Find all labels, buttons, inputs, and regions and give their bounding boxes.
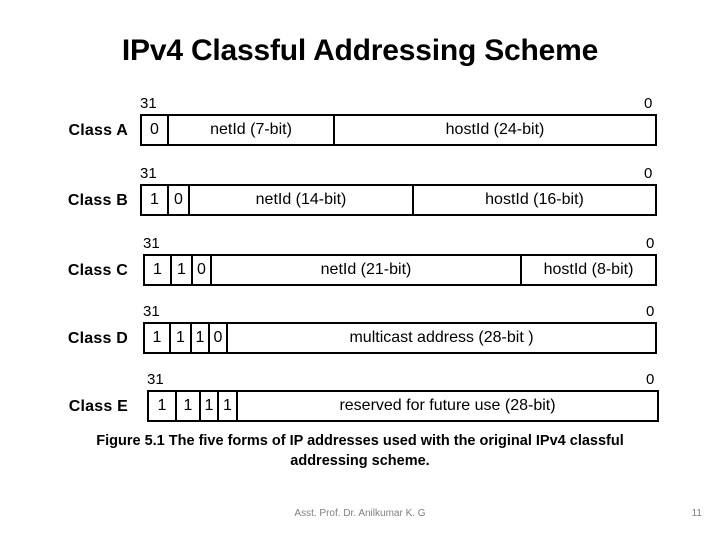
prefix-bit-cell: 1 xyxy=(145,324,171,352)
prefix-bit-cell: 1 xyxy=(172,256,193,284)
address-field-cell: netId (14-bit) xyxy=(190,186,414,214)
class-label: Class C xyxy=(67,262,128,279)
prefix-bit-cell: 0 xyxy=(142,116,169,144)
prefix-bit-cell: 1 xyxy=(177,392,201,420)
prefix-bit-cell: 1 xyxy=(192,324,210,352)
figure-caption: Figure 5.1 The five forms of IP addresse… xyxy=(96,433,624,469)
prefix-bit-cell: 1 xyxy=(145,256,172,284)
prefix-bit-cell: 0 xyxy=(210,324,228,352)
class-label: Class E xyxy=(68,398,128,415)
prefix-bit-cell: 1 xyxy=(149,392,177,420)
address-field-cell: netId (21-bit) xyxy=(212,256,522,284)
bit-index-0: 0 xyxy=(646,303,655,320)
prefix-bit-cell: 0 xyxy=(169,186,190,214)
address-field-cell: hostId (24-bit) xyxy=(445,121,545,138)
bit-index-0: 0 xyxy=(644,165,653,182)
address-field-cell: hostId (8-bit) xyxy=(543,261,634,278)
class-label: Class D xyxy=(67,330,128,347)
bit-index-31: 31 xyxy=(140,165,157,182)
address-field-cell: reserved for future use (28-bit) xyxy=(339,397,556,414)
bit-index-0: 0 xyxy=(644,95,653,112)
prefix-bit-cell: 1 xyxy=(171,324,192,352)
address-field-cell: hostId (16-bit) xyxy=(485,191,584,208)
address-field-cell: multicast address (28-bit ) xyxy=(349,329,534,346)
bit-index-31: 31 xyxy=(143,235,160,252)
bit-index-31: 31 xyxy=(140,95,157,112)
class-label: Class B xyxy=(67,192,128,209)
bit-index-0: 0 xyxy=(646,371,655,388)
address-field-cell: netId (7-bit) xyxy=(169,116,335,144)
class-label: Class A xyxy=(68,122,128,139)
prefix-bit-cell: 1 xyxy=(201,392,219,420)
prefix-bit-cell: 1 xyxy=(219,392,238,420)
footer-page-number: 11 xyxy=(691,508,702,519)
bit-index-0: 0 xyxy=(646,235,655,252)
bit-index-31: 31 xyxy=(147,371,164,388)
bit-index-31: 31 xyxy=(143,303,160,320)
page-title: IPv4 Classful Addressing Scheme xyxy=(121,34,599,67)
prefix-bit-cell: 0 xyxy=(193,256,212,284)
footer-author: Asst. Prof. Dr. Anilkumar K. G xyxy=(294,508,426,519)
prefix-bit-cell: 1 xyxy=(142,186,169,214)
